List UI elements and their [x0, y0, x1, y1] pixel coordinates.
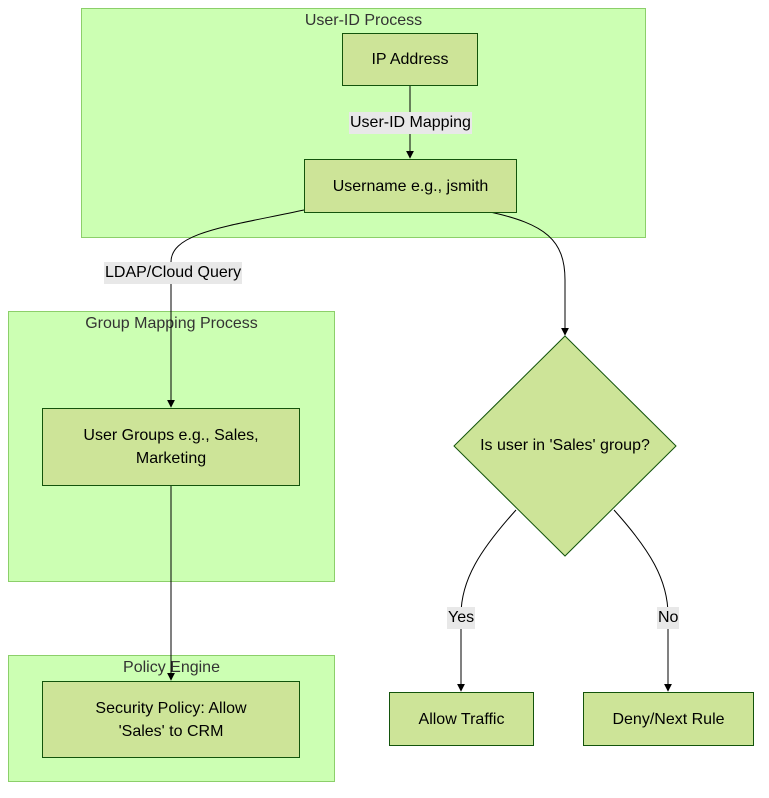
node-decision-label: Is user in 'Sales' group?	[480, 437, 650, 454]
node-label: Security Policy: Allow 'Sales' to CRM	[95, 699, 247, 740]
node-label: IP Address	[371, 51, 449, 68]
cluster-title: User-ID Process	[304, 12, 423, 29]
edge-username-to-decision	[489, 211, 569, 336]
node-username: Username e.g., jsmith	[304, 159, 517, 213]
node-label: Deny/Next Rule	[612, 710, 725, 728]
node-security-policy: Security Policy: Allow 'Sales' to CRM	[42, 681, 300, 758]
decision-diamond	[453, 335, 677, 557]
node-ip-address: IP Address	[342, 33, 478, 86]
node-label: User Groups e.g., Sales, Marketing	[83, 427, 259, 467]
edge-label-ldap-query: LDAP/Cloud Query	[104, 262, 243, 284]
edge-label-userid-mapping: User-ID Mapping	[349, 112, 472, 134]
edge-label-yes: Yes	[447, 607, 476, 629]
edge-username-to-groups	[167, 209, 305, 408]
node-deny-next-rule: Deny/Next Rule	[583, 692, 754, 746]
node-allow-traffic: Allow Traffic	[389, 692, 534, 746]
edge-decision-to-allow	[457, 509, 517, 692]
node-label: Username e.g., jsmith	[332, 177, 489, 195]
node-user-groups: User Groups e.g., Sales, Marketing	[42, 408, 300, 486]
edge-decision-to-deny	[613, 509, 672, 692]
node-label: Allow Traffic	[418, 710, 505, 728]
edge-label-no: No	[657, 607, 680, 629]
